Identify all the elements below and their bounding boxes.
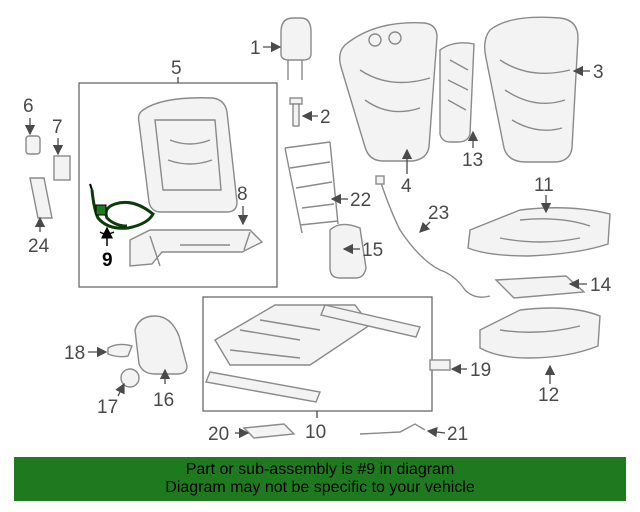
wire-part-21 [359,423,426,435]
callout-21: 21 [447,424,468,445]
headrest-part [280,17,312,80]
callout-11: 11 [534,175,554,196]
knob-part [120,368,140,388]
callout-18: 18 [64,343,85,364]
lumbar-support-part [284,141,339,234]
callout-10: 10 [305,422,326,443]
clip-part-6 [25,135,41,155]
callout-13: 13 [462,150,483,171]
callout-3: 3 [593,62,604,83]
seatback-frame-part [137,97,238,213]
seatback-pad-part [338,21,438,162]
callout-7: 7 [52,117,63,138]
side-bracket-part [329,223,367,279]
callout-19: 19 [470,360,491,381]
callout-5: 5 [171,58,182,79]
callout-22: 22 [350,190,371,211]
callout-4: 4 [401,176,412,197]
side-shield-part [134,315,188,375]
callout-6: 6 [23,96,34,117]
seatback-panel-part [439,42,475,143]
seat-cushion-cover-part [479,307,601,359]
seatback-cover-part [483,16,579,163]
callout-9-highlighted: 9 [102,250,113,271]
bracket-part-7 [53,155,71,181]
trim-part-24 [29,177,53,219]
sensor-mat-part [494,275,586,299]
seat-cushion-pad-part [467,207,611,257]
harness-part-23 [375,175,491,298]
clip-part-19 [429,359,451,371]
callout-1: 1 [250,38,261,59]
part-info-banner: Part or sub-assembly is #9 in diagram Di… [14,457,626,501]
trim-part-20 [242,423,296,439]
seat-adjuster-part [205,304,421,403]
callout-8: 8 [237,184,248,205]
callout-15: 15 [362,240,383,261]
highlighted-harness-part-9 [89,183,155,235]
callout-2: 2 [320,107,331,128]
cap-part [107,343,133,358]
callout-17: 17 [97,397,118,418]
seat-frame-rail-part [129,229,264,267]
parts-diagram: 1 2 3 4 5 6 7 8 9 10 11 12 13 14 15 16 1… [23,16,612,445]
banner-line-1: Part or sub-assembly is #9 in diagram [185,461,455,478]
callout-20: 20 [208,424,229,445]
banner-line-2: Diagram may not be specific to your vehi… [165,479,475,496]
callout-23: 23 [428,203,449,224]
callout-16: 16 [153,390,174,411]
headrest-guide-part [289,97,303,127]
callout-12: 12 [538,385,559,406]
callout-14: 14 [590,275,612,296]
callout-24: 24 [28,236,50,257]
leader-lines [24,41,590,439]
